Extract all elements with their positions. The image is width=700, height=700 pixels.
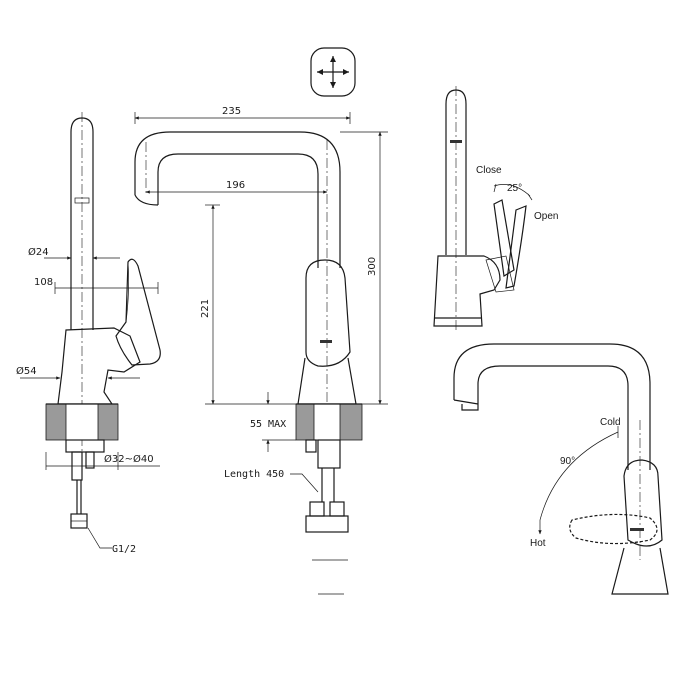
diameter-54-label: Ø54 <box>16 365 37 377</box>
open-close-view: Close 25° Open <box>433 86 558 330</box>
width-235-label: 235 <box>222 106 241 117</box>
thread-g12-label: G1/2 <box>112 544 136 555</box>
open-label: Open <box>534 211 558 222</box>
height-300-label: 300 <box>367 257 378 276</box>
front-view: 235 196 221 300 55 MAX Length 450 <box>134 106 388 595</box>
max-55-label: 55 MAX <box>250 419 286 430</box>
diameter-24-label: Ø24 <box>28 246 49 258</box>
cold-label: Cold <box>600 417 621 428</box>
length-450-label: Length 450 <box>224 469 284 480</box>
angle-90-label: 90° <box>560 456 575 467</box>
hole-diameter-label: Ø32~Ø40 <box>104 453 154 465</box>
width-196-label: 196 <box>226 180 245 191</box>
side-view: Ø24 108 Ø54 Ø32~Ø40 G1/2 <box>16 112 161 555</box>
width-108-label: 108 <box>34 277 53 288</box>
hot-label: Hot <box>530 538 546 549</box>
close-label: Close <box>476 165 502 176</box>
height-221-label: 221 <box>200 299 211 318</box>
hot-cold-view: Cold 90° Hot <box>453 343 669 595</box>
cross-handle-symbol-icon <box>310 47 356 97</box>
angle-25-label: 25° <box>507 183 522 194</box>
